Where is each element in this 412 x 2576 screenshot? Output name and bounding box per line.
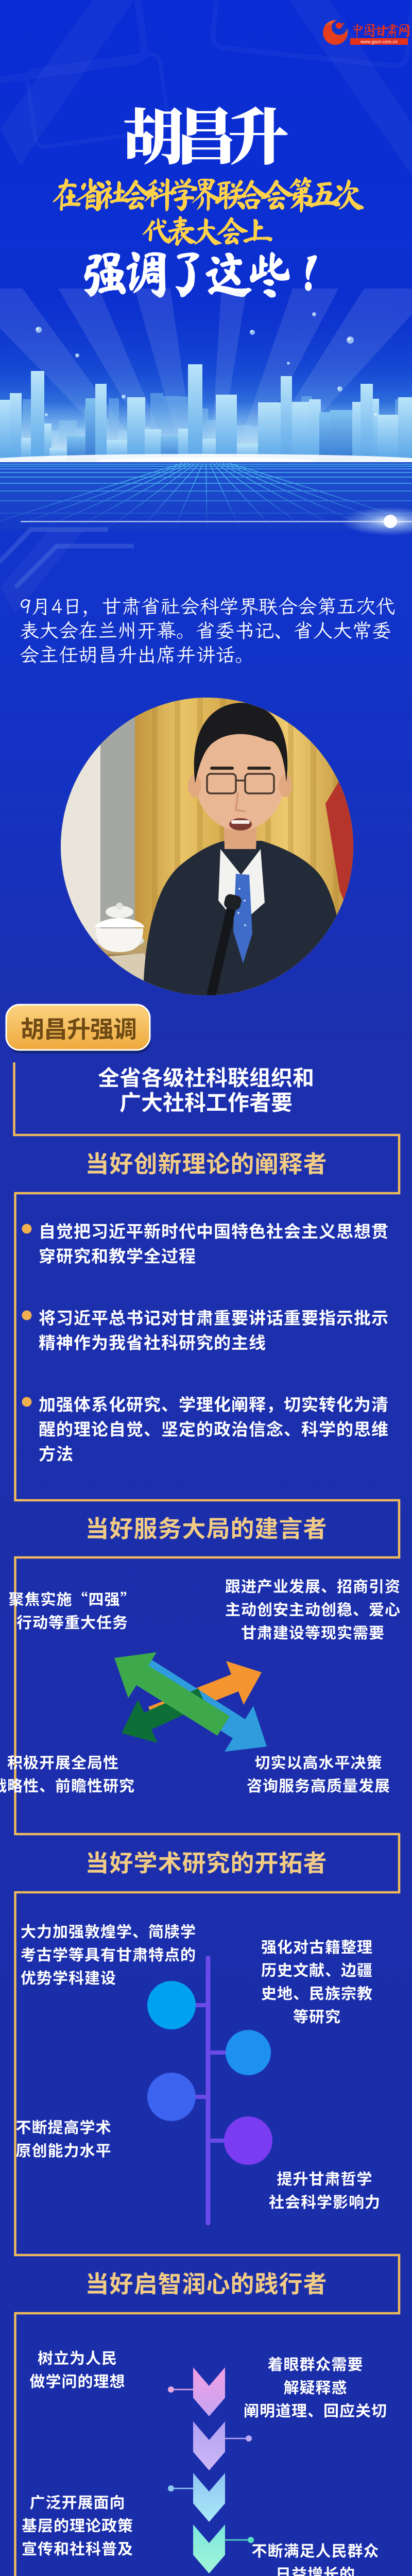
svg-text:www.gscn.com.cn: www.gscn.com.cn [360,39,398,44]
